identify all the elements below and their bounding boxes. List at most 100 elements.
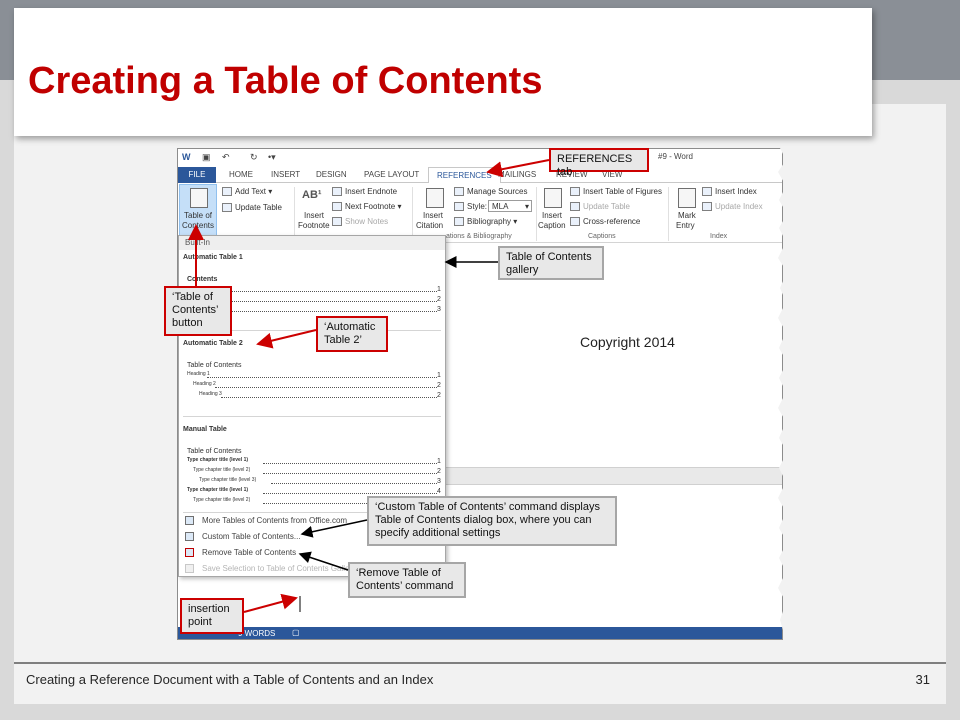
- show-notes-button[interactable]: Show Notes: [332, 217, 388, 227]
- insert-footnote-label-2[interactable]: Footnote: [298, 221, 330, 230]
- manage-sources-button[interactable]: Manage Sources: [454, 187, 528, 197]
- insert-table-of-figures-label: Insert Table of Figures: [583, 187, 663, 196]
- insert-caption-label-2[interactable]: Caption: [538, 221, 566, 230]
- tab-home[interactable]: HOME: [229, 170, 253, 179]
- insert-table-of-figures-button[interactable]: Insert Table of Figures: [570, 187, 663, 197]
- page-number: 31: [915, 672, 930, 687]
- quick-access-toolbar: W ▣ ↶ ↻ •▾ #9 - Word: [178, 149, 782, 167]
- group-separator: [668, 187, 669, 241]
- style-label: Style:: [467, 202, 488, 211]
- update-index-button[interactable]: Update Index: [702, 202, 763, 212]
- tab-design[interactable]: DESIGN: [316, 170, 347, 179]
- toc-leader: [215, 387, 437, 388]
- footer-divider: [14, 662, 946, 664]
- tab-file[interactable]: FILE: [178, 167, 216, 183]
- update-table-icon: [222, 203, 232, 213]
- save-selection-label: Save Selection to Table of Contents Gall…: [202, 564, 357, 573]
- word-logo-icon: W: [182, 152, 191, 162]
- mark-entry-label-2[interactable]: Entry: [676, 221, 695, 230]
- auto1-heading: Contents: [187, 276, 218, 283]
- toc-leader: [207, 377, 437, 378]
- callout-insertion-point: insertion point: [180, 598, 244, 634]
- word-count[interactable]: 9 WORDS: [238, 629, 276, 638]
- redo-icon[interactable]: ↻: [250, 152, 258, 162]
- insert-footnote-icon: AB¹: [302, 189, 322, 201]
- mark-entry-label-1[interactable]: Mark: [678, 211, 696, 220]
- group-separator: [294, 187, 295, 241]
- bibliography-button[interactable]: Bibliography ▾: [454, 217, 517, 227]
- insert-endnote-button[interactable]: Insert Endnote: [332, 187, 398, 197]
- add-text-button[interactable]: Add Text ▾: [222, 187, 272, 197]
- gallery-auto-table-2-title[interactable]: Automatic Table 2: [183, 340, 243, 347]
- callout-toc-gallery-line: gallery: [506, 264, 539, 276]
- update-table-captions-icon: [570, 202, 580, 212]
- toc-leader: [221, 397, 437, 398]
- insert-endnote-icon: [332, 187, 342, 197]
- update-table-button[interactable]: Update Table: [222, 203, 282, 213]
- callout-toc-button-line: ‘Table of: [172, 291, 213, 303]
- document-area[interactable]: [444, 243, 782, 627]
- insert-index-button[interactable]: Insert Index: [702, 187, 757, 197]
- save-gallery-icon: [185, 564, 194, 574]
- style-dropdown[interactable]: MLA▾: [488, 200, 532, 212]
- gallery-separator: [183, 512, 441, 513]
- insert-endnote-label: Insert Endnote: [345, 187, 398, 196]
- callout-custom-toc-line: Table of Contents dialog box, where you …: [375, 514, 592, 526]
- save-selection-command[interactable]: Save Selection to Table of Contents Gall…: [185, 564, 357, 574]
- tab-page-layout[interactable]: PAGE LAYOUT: [364, 170, 420, 179]
- mark-entry-icon: [678, 188, 696, 208]
- proofing-icon[interactable]: ▢: [292, 628, 300, 637]
- group-label-index: Index: [710, 233, 728, 240]
- gallery-manual-table-title[interactable]: Manual Table: [183, 426, 227, 433]
- toc-entry: Heading 1: [187, 371, 210, 377]
- copyright-text: Copyright 2014: [580, 334, 675, 350]
- save-icon[interactable]: ▣: [202, 152, 211, 162]
- page-num: 2: [437, 296, 441, 303]
- toc-leader: [263, 503, 437, 504]
- toc-leader: [191, 301, 437, 302]
- next-footnote-icon: [332, 202, 342, 212]
- show-notes-icon: [332, 217, 342, 227]
- manage-sources-icon: [454, 187, 464, 197]
- toc-leader: [271, 483, 437, 484]
- callout-insertion-point-line: point: [188, 616, 212, 628]
- toc-entry: Type chapter title (level 1): [187, 457, 249, 463]
- update-table-captions-label: Update Table: [583, 202, 630, 211]
- remove-toc-command[interactable]: Remove Table of Contents: [185, 548, 296, 558]
- page-num: 2: [437, 468, 441, 475]
- tab-mailings[interactable]: MAILINGS: [498, 170, 537, 179]
- more-tables-command[interactable]: More Tables of Contents from Office.com: [185, 516, 347, 526]
- gallery-auto-table-1-title[interactable]: Automatic Table 1: [183, 254, 243, 261]
- insert-footnote-label-1[interactable]: Insert: [304, 211, 325, 220]
- auto2-heading: Table of Contents: [187, 362, 242, 369]
- tab-references[interactable]: REFERENCES: [428, 167, 501, 184]
- insert-citation-label-1[interactable]: Insert: [423, 211, 444, 220]
- toc-entry: Heading 3: [199, 391, 222, 397]
- toc-leader: [263, 473, 437, 474]
- style-icon: [454, 202, 464, 212]
- callout-toc-button: ‘Table of Contents’ button: [164, 286, 232, 336]
- tab-review[interactable]: REVIEW: [556, 170, 588, 179]
- insert-citation-label-2[interactable]: Citation: [416, 221, 444, 230]
- toc-button-label-2: Contents: [182, 221, 215, 230]
- undo-icon[interactable]: ↶: [222, 152, 230, 162]
- manage-sources-label: Manage Sources: [467, 187, 528, 196]
- insert-caption-label-1[interactable]: Insert: [542, 211, 563, 220]
- cross-reference-button[interactable]: Cross-reference: [570, 217, 641, 227]
- insert-index-icon: [702, 187, 712, 197]
- cross-reference-label: Cross-reference: [583, 217, 641, 226]
- tab-insert[interactable]: INSERT: [271, 170, 301, 179]
- tab-view[interactable]: VIEW: [602, 170, 623, 179]
- toc-entry: Type chapter title (level 1): [187, 487, 249, 493]
- next-footnote-button[interactable]: Next Footnote ▾: [332, 202, 402, 212]
- callout-remove-toc: ‘Remove Table of Contents’ command: [348, 562, 466, 598]
- callout-toc-gallery-line: Table of Contents: [506, 251, 592, 263]
- customize-qat-icon[interactable]: •▾: [268, 152, 276, 162]
- add-text-icon: [222, 187, 232, 197]
- toc-entry: Type chapter title (level 2): [193, 467, 251, 473]
- update-table-captions-button[interactable]: Update Table: [570, 202, 630, 212]
- ribbon: Table of Contents Add Text ▾ Update Tabl…: [178, 183, 782, 243]
- page-num: 4: [437, 488, 441, 495]
- slide-title: Creating a Table of Contents: [28, 60, 543, 102]
- custom-toc-command[interactable]: Custom Table of Contents...: [185, 532, 301, 542]
